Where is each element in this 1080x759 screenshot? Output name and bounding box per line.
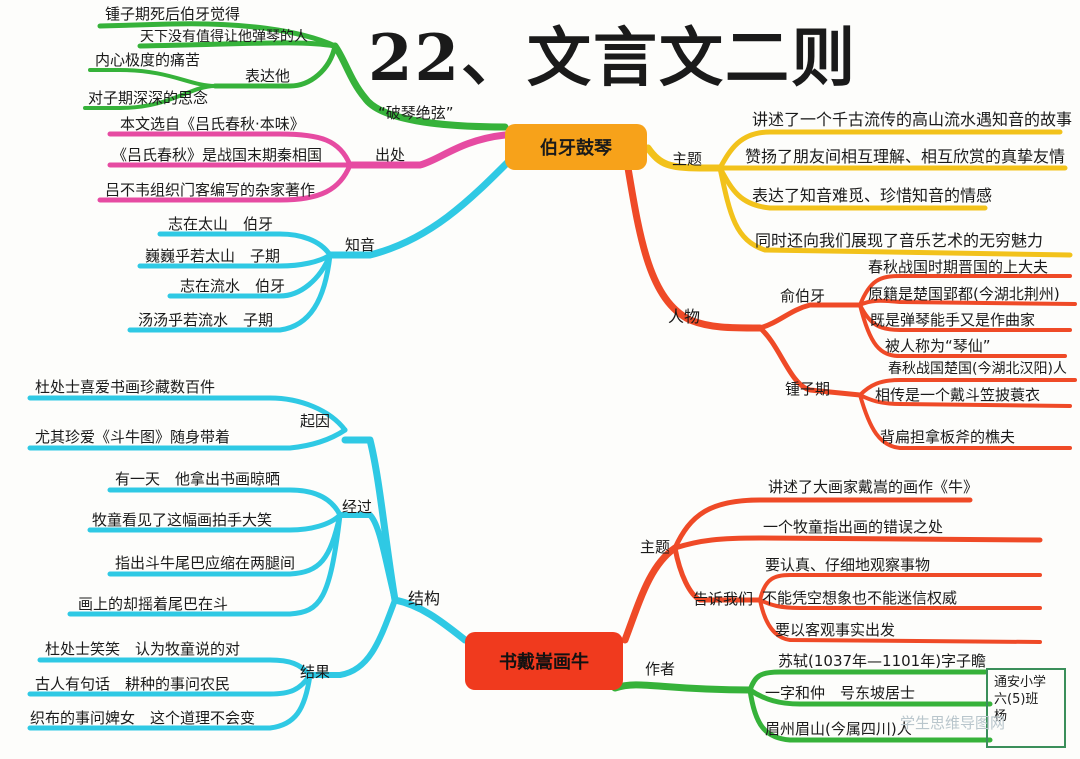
watermark: 学生思维导图网 — [900, 714, 1006, 732]
zhiyin-item-1: 志在太山 伯牙 — [168, 215, 274, 233]
author-item-1: 苏轼(1037年—1101年)字子瞻 — [778, 652, 987, 670]
theme2-tell-2: 不能凭空想象也不能迷信权威 — [762, 589, 958, 607]
zhiyin-item-2: 巍巍乎若太山 子期 — [145, 247, 281, 265]
result-item-1: 杜处士笑笑 认为牧童说的对 — [45, 640, 241, 658]
author-label: 作者 — [645, 660, 676, 678]
author-item-3: 眉州眉山(今属四川)人 — [765, 720, 912, 738]
pojue-label: “破琴绝弦” — [378, 104, 454, 122]
theme1-item-1: 讲述了一个千古流传的高山流水遇知音的故事 — [752, 110, 1073, 129]
process-item-3: 指出斗牛尾巴应缩在两腿间 — [115, 554, 296, 572]
people-zhong-name: 锺子期 — [785, 380, 831, 398]
people-yu-item-2: 原籍是楚国郢都(今湖北荆州) — [868, 285, 1060, 303]
center-node-boya: 伯牙鼓琴 — [505, 124, 647, 170]
people-zhong-item-3: 背扁担拿板斧的樵夫 — [880, 428, 1016, 446]
branch-structure — [341, 436, 469, 644]
center-node-boya-label: 伯牙鼓琴 — [540, 138, 612, 159]
zhiyin-item-4: 汤汤乎若流水 子期 — [138, 311, 274, 329]
theme1-label: 主题 — [672, 150, 703, 168]
zhiyin-label: 知音 — [345, 236, 376, 254]
branch-zhiyin — [326, 156, 514, 259]
branch-people — [624, 164, 764, 332]
signature-box: 通安小学 六(5)班 杨 — [986, 668, 1066, 748]
theme1-item-3: 表达了知音难觅、珍惜知音的情感 — [752, 186, 993, 205]
source-item-3: 吕不韦组织门客编写的杂家著作 — [105, 181, 316, 199]
theme2-label: 主题 — [640, 538, 671, 556]
branch-pojue — [331, 42, 509, 131]
center-node-daisong: 书戴嵩画牛 — [465, 632, 623, 690]
cause-label: 起因 — [300, 412, 331, 430]
pojue-express-label: 表达他 — [245, 67, 291, 85]
source-label: 出处 — [375, 146, 406, 164]
people-zhong-item-1: 春秋战国楚国(今湖北汉阳)人 — [888, 361, 1067, 377]
theme2-tell-label: 告诉我们 — [693, 590, 754, 608]
result-item-3: 织布的事问婢女 这个道理不会变 — [30, 709, 256, 727]
signature-name: 杨 — [994, 709, 1008, 724]
theme2-tell-3: 要以客观事实出发 — [775, 621, 896, 639]
people-yu-name: 俞伯牙 — [780, 287, 826, 305]
cause-item-1: 杜处士喜爱书画珍藏数百件 — [35, 378, 216, 396]
theme2-item-2: 一个牧童指出画的错误之处 — [763, 518, 944, 536]
people-zhong-item-2: 相传是一个戴斗笠披蓑衣 — [875, 386, 1041, 404]
people-yu-item-1: 春秋战国时期晋国的上大夫 — [868, 258, 1049, 276]
result-item-2: 古人有句话 耕种的事问农民 — [35, 675, 231, 693]
theme2-item-1: 讲述了大画家戴嵩的画作《牛》 — [768, 478, 979, 496]
pojue-item-2: 天下没有值得让他弹琴的人 — [140, 29, 308, 45]
people-yu-item-3: 既是弹琴能手又是作曲家 — [870, 311, 1036, 329]
process-label: 经过 — [342, 498, 373, 516]
author-item-2: 一字和仲 号东坡居士 — [765, 684, 916, 702]
people-label: 人物 — [668, 307, 701, 326]
source-item-2: 《吕氏春秋》是战国末期秦相国 — [112, 146, 323, 164]
process-item-1: 有一天 他拿出书画晾晒 — [115, 470, 281, 488]
branch-author — [611, 681, 754, 694]
source-item-1: 本文选自《吕氏春秋·本味》 — [120, 115, 305, 133]
center-node-daisong-label: 书戴嵩画牛 — [499, 652, 589, 673]
branch-theme1 — [644, 144, 724, 172]
page-title: 22、文言文二则 — [368, 21, 858, 96]
theme1-item-4: 同时还向我们展现了音乐艺术的无穷魅力 — [755, 231, 1044, 250]
pojue-express-1: 内心极度的痛苦 — [95, 51, 201, 69]
theme1-item-2: 赞扬了朋友间相互理解、相互欣赏的真挚友情 — [745, 147, 1066, 166]
process-item-2: 牧童看见了这幅画拍手大笑 — [92, 511, 273, 529]
process-item-4: 画上的却摇着尾巴在斗 — [78, 595, 229, 613]
branch-source — [346, 131, 509, 169]
signature-class: 六(5)班 — [994, 692, 1039, 707]
pojue-item-1: 锺子期死后伯牙觉得 — [105, 5, 241, 23]
pojue-express-2: 对子期深深的思念 — [88, 89, 209, 107]
theme2-tell-1: 要认真、仔细地观察事物 — [765, 556, 931, 574]
people-yu-item-4: 被人称为“琴仙” — [885, 337, 991, 355]
zhiyin-item-3: 志在流水 伯牙 — [180, 277, 286, 295]
result-label: 结果 — [300, 663, 331, 681]
cause-item-2: 尤其珍爱《斗牛图》随身带着 — [35, 428, 231, 446]
branch-theme2 — [621, 544, 679, 644]
structure-label: 结构 — [408, 589, 441, 608]
signature-school: 通安小学 — [994, 675, 1047, 690]
